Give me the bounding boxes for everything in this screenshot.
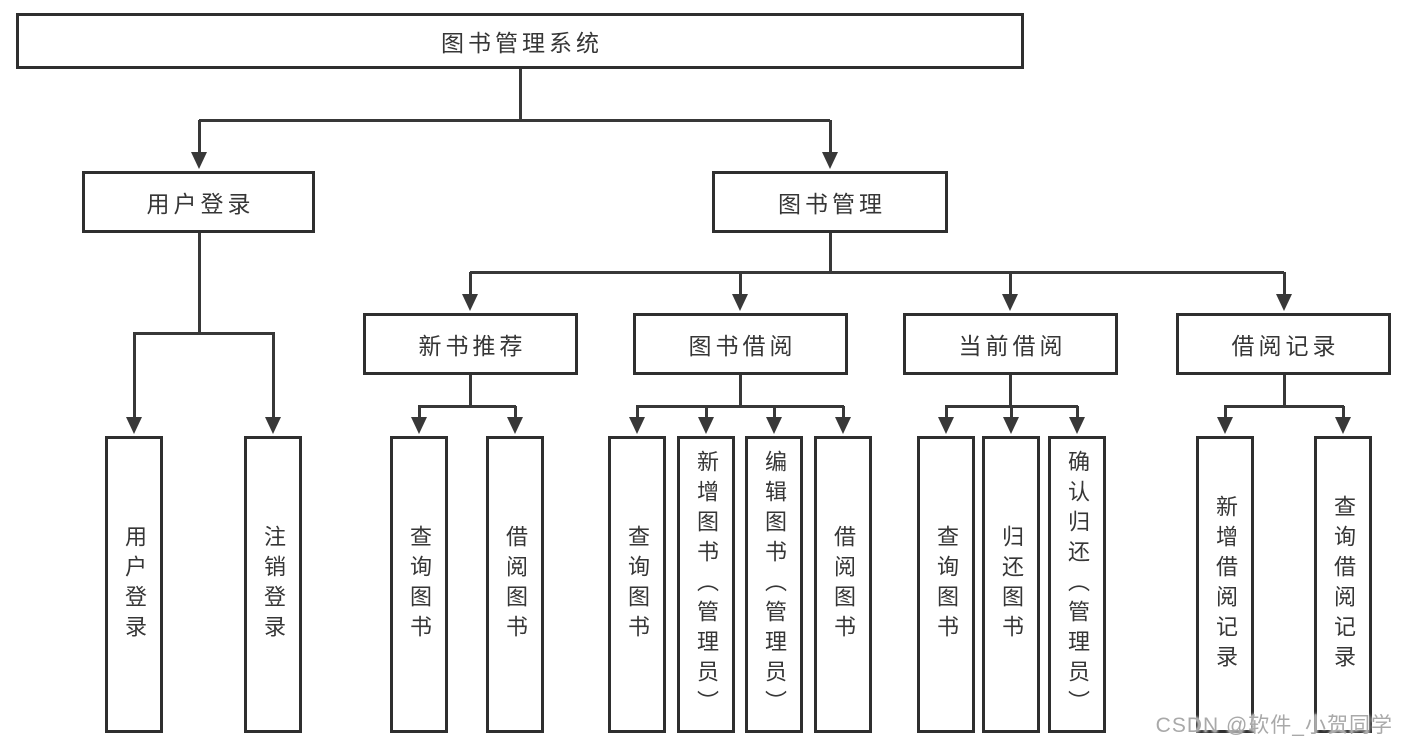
node-root-title: 图书管理系统 [16, 13, 1024, 69]
node-label: 查询图书 [934, 524, 959, 645]
connector-line [1008, 272, 1012, 295]
connector-line [1224, 404, 1344, 408]
leaf-logout: 注销登录 [244, 436, 302, 733]
arrow-down-icon [628, 417, 645, 434]
node-label: 借阅图书 [503, 524, 528, 645]
leaf-cb-confirm-return-admin: 确认归还（管理员） [1048, 436, 1106, 733]
watermark: CSDN @软件_小贺同学 [1155, 714, 1393, 737]
node-current-borrowing: 当前借阅 [903, 313, 1118, 375]
connector-line [132, 333, 136, 418]
arrow-down-icon [1334, 417, 1351, 434]
connector-line [1009, 406, 1013, 418]
node-label: 借阅图书 [831, 524, 856, 645]
node-label: 用户登录 [122, 524, 147, 645]
leaf-bb-query-books: 查询图书 [608, 436, 666, 733]
node-label: 新书推荐 [418, 333, 527, 359]
connector-line [197, 120, 201, 153]
connector-line [513, 406, 517, 418]
arrow-down-icon [506, 417, 523, 434]
node-label: 图书管理系统 [441, 30, 603, 56]
connector-line [772, 406, 776, 418]
leaf-cb-query-books: 查询图书 [917, 436, 975, 733]
arrow-down-icon [1001, 294, 1018, 311]
node-book-borrowing: 图书借阅 [633, 313, 848, 375]
connector-line [828, 120, 832, 153]
connector-line [738, 375, 742, 408]
connector-line [704, 406, 708, 418]
arrow-down-icon [1275, 294, 1292, 311]
arrow-down-icon [1068, 417, 1085, 434]
connector-line [1282, 272, 1286, 295]
connector-line [1075, 406, 1079, 418]
connector-line [944, 406, 948, 418]
leaf-br-add-record: 新增借阅记录 [1196, 436, 1254, 733]
arrow-down-icon [1216, 417, 1233, 434]
node-label: 图书管理 [778, 191, 886, 217]
connector-line [470, 270, 1284, 274]
connector-line [199, 118, 830, 122]
arrow-down-icon [731, 294, 748, 311]
node-label: 新增借阅记录 [1213, 494, 1238, 675]
leaf-nb-borrow-books: 借阅图书 [486, 436, 544, 733]
node-label: 查询借阅记录 [1331, 494, 1356, 675]
arrow-down-icon [937, 417, 954, 434]
node-new-book-recommend: 新书推荐 [363, 313, 578, 375]
arrow-down-icon [697, 417, 714, 434]
arrow-down-icon [190, 152, 207, 169]
node-label: 图书借阅 [688, 333, 797, 359]
connector-line [468, 272, 472, 295]
arrow-down-icon [410, 417, 427, 434]
arrow-down-icon [461, 294, 478, 311]
arrow-down-icon [765, 417, 782, 434]
leaf-bb-borrow-books: 借阅图书 [814, 436, 872, 733]
node-borrow-records: 借阅记录 [1176, 313, 1391, 375]
arrow-down-icon [821, 152, 838, 169]
connector-line [1341, 406, 1345, 418]
node-label: 归还图书 [999, 524, 1024, 645]
arrow-down-icon [264, 417, 281, 434]
node-user-login: 用户登录 [82, 171, 315, 233]
node-label: 注销登录 [261, 524, 286, 645]
leaf-bb-add-books-admin: 新增图书（管理员） [677, 436, 735, 733]
node-label: 借阅记录 [1231, 333, 1340, 359]
arrow-down-icon [834, 417, 851, 434]
leaf-nb-query-books: 查询图书 [390, 436, 448, 733]
leaf-bb-edit-books-admin: 编辑图书（管理员） [745, 436, 803, 733]
arrow-down-icon [125, 417, 142, 434]
connector-line [635, 406, 639, 418]
arrow-down-icon [1002, 417, 1019, 434]
connector-line [271, 333, 275, 418]
leaf-cb-return-books: 归还图书 [982, 436, 1040, 733]
node-label: 查询图书 [407, 524, 432, 645]
node-label: 确认归还（管理员） [1065, 449, 1090, 720]
node-label: 用户登录 [146, 191, 255, 217]
connector-line [841, 406, 845, 418]
connector-line [1223, 406, 1227, 418]
connector-line [518, 69, 522, 122]
leaf-user-login: 用户登录 [105, 436, 163, 733]
node-label: 查询图书 [625, 524, 650, 645]
connector-line [828, 233, 832, 274]
connector-line [1008, 375, 1012, 408]
connector-line [133, 331, 275, 335]
leaf-br-query-record: 查询借阅记录 [1314, 436, 1372, 733]
connector-line [636, 404, 844, 408]
node-label: 新增图书（管理员） [694, 449, 719, 720]
node-label: 编辑图书（管理员） [762, 449, 787, 720]
connector-line [418, 404, 516, 408]
connector-line [468, 375, 472, 408]
node-label: 当前借阅 [958, 333, 1067, 359]
node-book-management: 图书管理 [712, 171, 948, 233]
connector-line [417, 406, 421, 418]
connector-line [738, 272, 742, 295]
connector-line [197, 233, 201, 335]
connector-line [1282, 375, 1286, 408]
